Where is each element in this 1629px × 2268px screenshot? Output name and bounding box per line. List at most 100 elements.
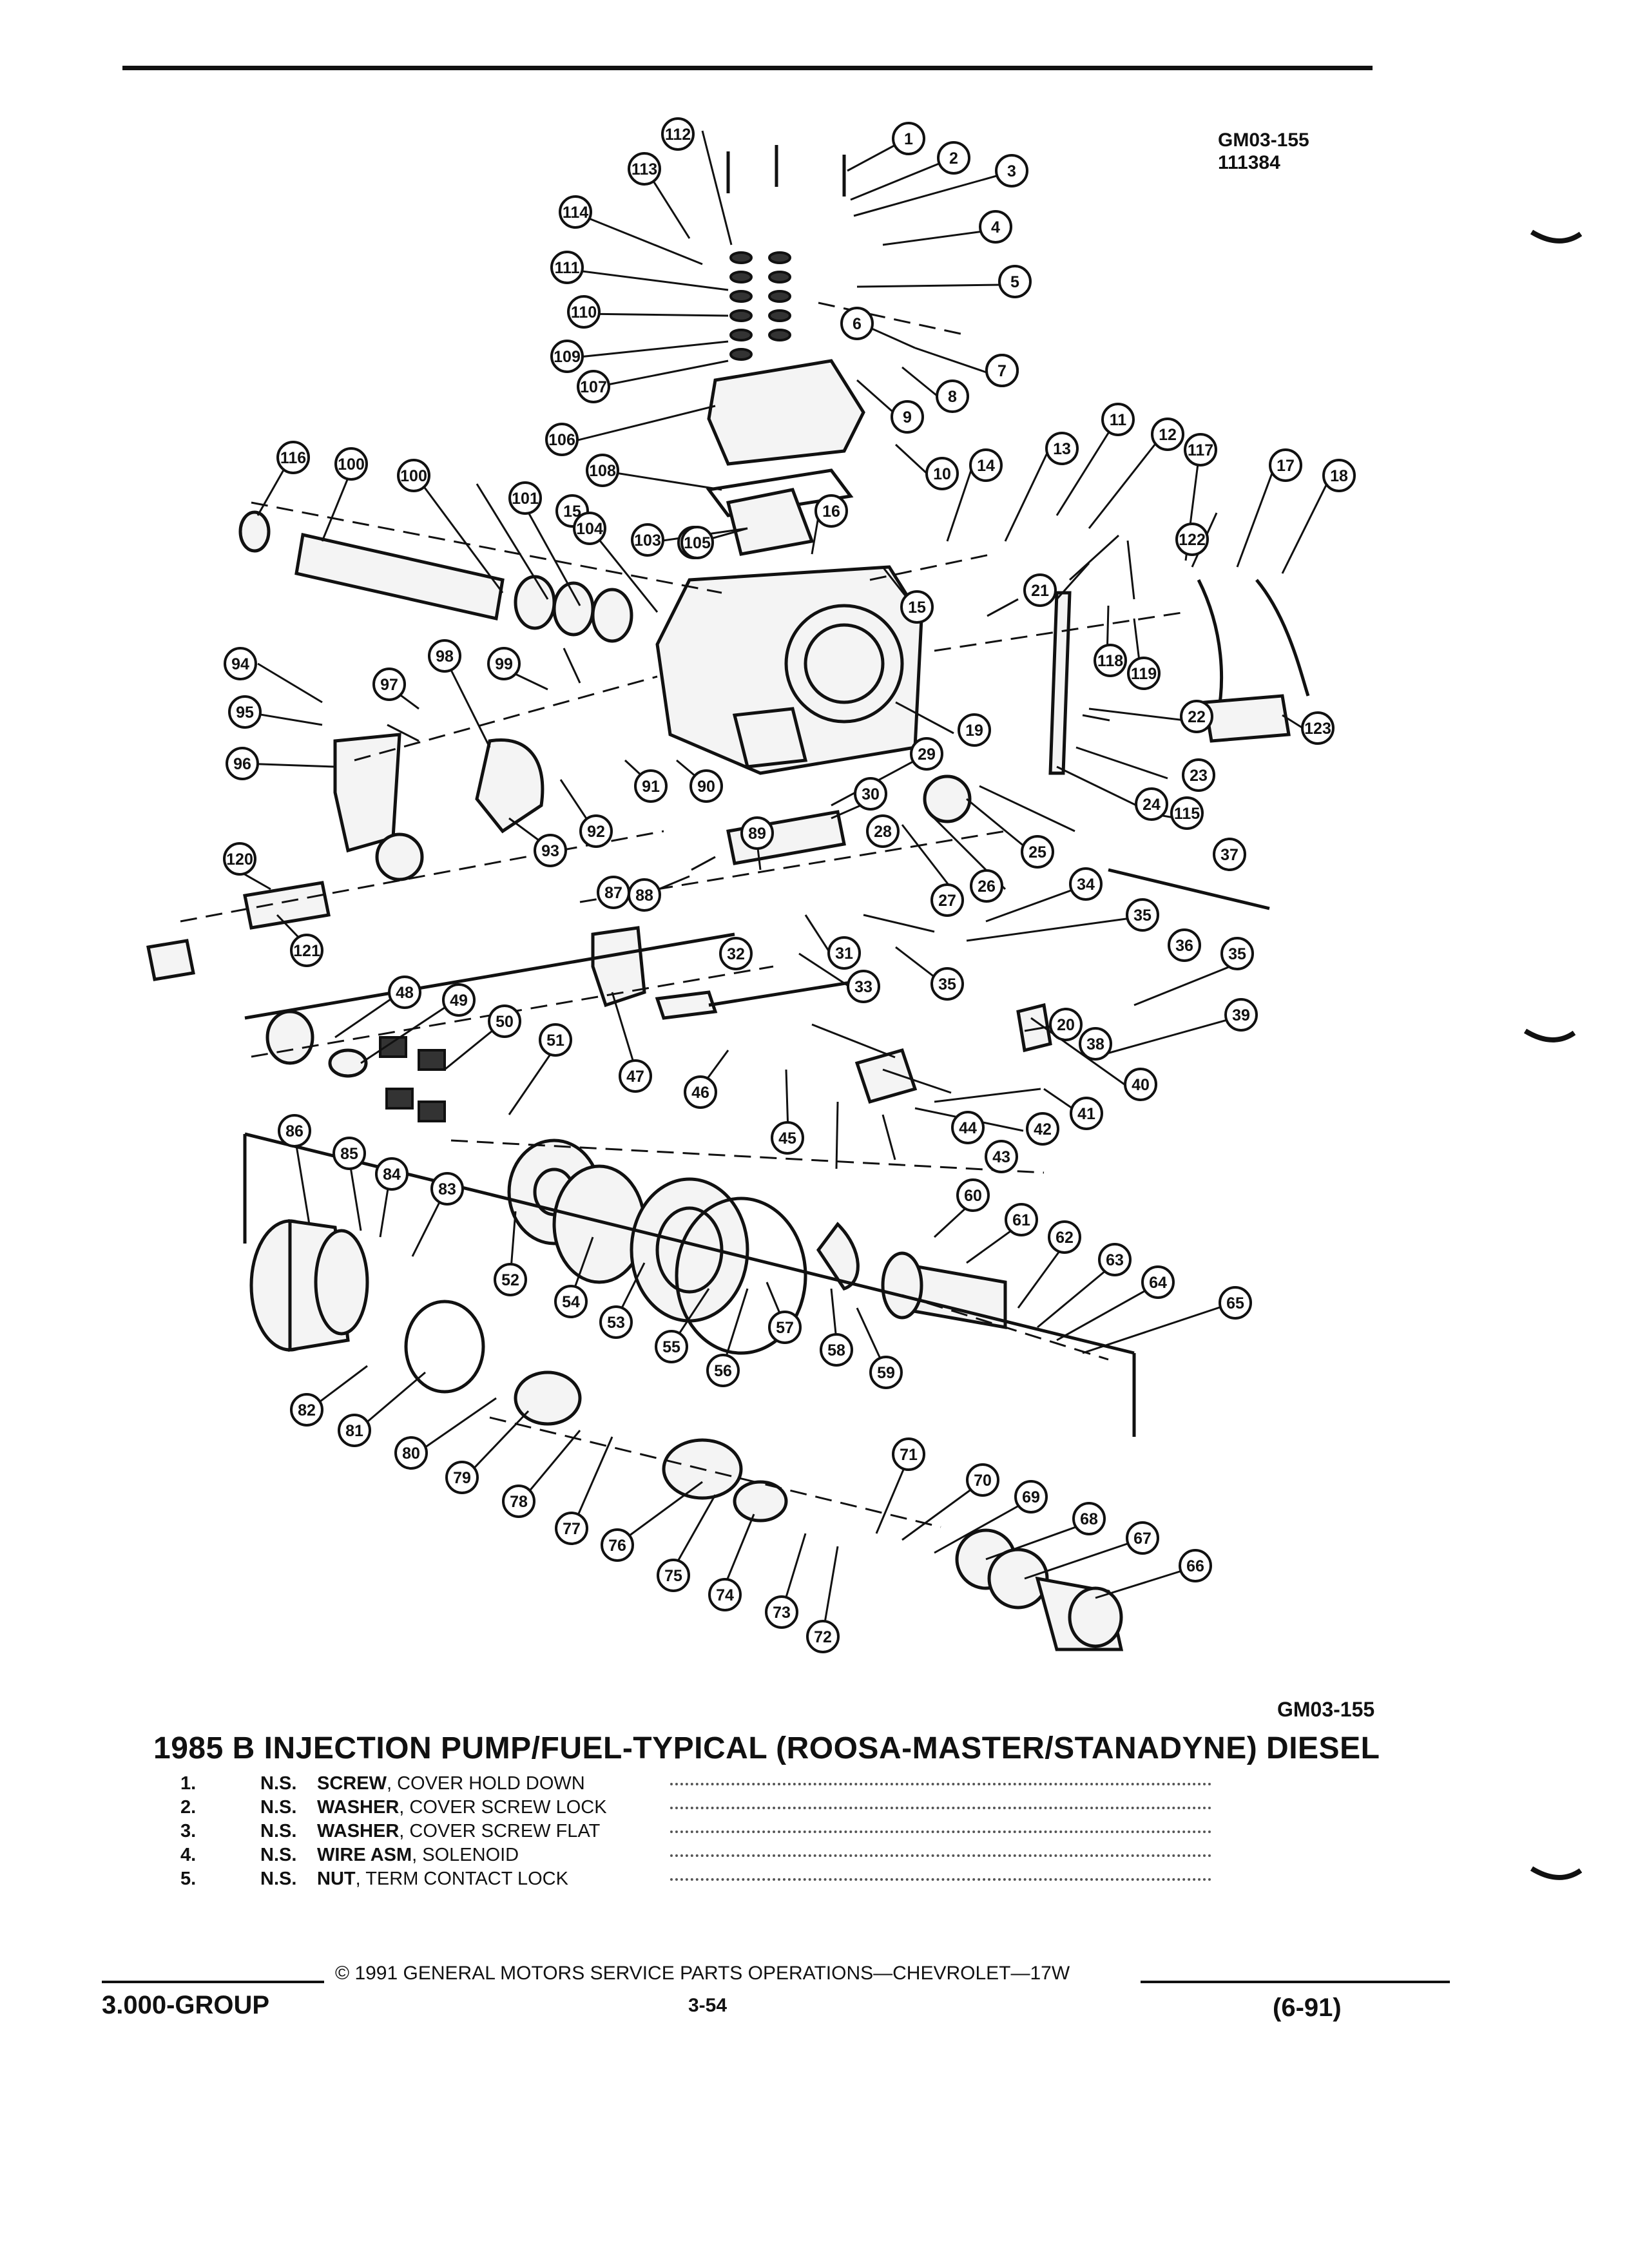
callout-circle [559, 195, 592, 229]
callout-91: 91 [634, 769, 668, 803]
part-name: NUT [317, 1869, 356, 1889]
callout-circle [1126, 1521, 1159, 1555]
callout-label: 74 [716, 1586, 734, 1604]
callout-circle [375, 1157, 409, 1191]
callout-label: 57 [776, 1319, 794, 1337]
callout-circle [1175, 523, 1209, 556]
parts-list: 1. N.S. SCREW, COVER HOLD DOWN 2. N.S. W… [180, 1772, 1211, 1891]
callout-label: 28 [874, 823, 892, 841]
callout-circle [372, 668, 406, 701]
callout-circle [545, 423, 579, 456]
callout-label: 35 [938, 975, 956, 994]
dot-leader [670, 1783, 1211, 1785]
callout-circle [979, 210, 1012, 244]
part-number: 3. [180, 1821, 197, 1841]
callout-circle [854, 777, 887, 811]
callout-circle [278, 1114, 311, 1148]
part-name: WASHER [317, 1821, 400, 1841]
callout-90: 90 [689, 769, 723, 803]
callout-circle [1021, 835, 1054, 869]
part-ns: N.S. [260, 1845, 297, 1865]
part-name-line: SCREW, COVER HOLD DOWN [317, 1772, 585, 1796]
callout-label: 49 [450, 992, 468, 1010]
callout-circle [1151, 418, 1184, 451]
callout-17: 17 [1269, 448, 1302, 482]
dot-leader [670, 1878, 1211, 1881]
callout-label: 106 [548, 431, 575, 449]
callout-8: 8 [936, 380, 969, 413]
callout-circle [550, 340, 584, 373]
callout-118: 118 [1094, 644, 1127, 677]
callout-circle [827, 936, 861, 970]
part-name-line: WIRE ASM, SOLENOID [317, 1843, 519, 1867]
callout-circle [599, 1305, 633, 1339]
callout-label: 73 [773, 1604, 791, 1622]
callout-label: 116 [280, 449, 306, 467]
callout-label: 68 [1080, 1510, 1098, 1528]
callout-label: 53 [607, 1314, 625, 1332]
callout-83: 83 [430, 1172, 464, 1206]
callout-circle [494, 1263, 527, 1296]
callout-circle [1049, 1008, 1083, 1041]
callout-53: 53 [599, 1305, 633, 1339]
callout-label: 88 [635, 887, 653, 905]
callout-label: 97 [380, 676, 398, 694]
callout-label: 33 [854, 978, 872, 996]
revision-date: (6-91) [1273, 1994, 1342, 2022]
callout-circle [577, 370, 610, 403]
callout-label: 100 [400, 467, 427, 485]
callout-38: 38 [1079, 1027, 1112, 1061]
callout-circle [771, 1121, 804, 1155]
part-number: 2. [180, 1797, 197, 1818]
callout-label: 90 [697, 778, 715, 796]
callout-65: 65 [1219, 1286, 1252, 1320]
callout-22: 22 [1180, 700, 1213, 733]
callout-circle [689, 769, 723, 803]
callout-4: 4 [979, 210, 1012, 244]
callout-circle [394, 1436, 428, 1470]
callout-label: 21 [1031, 582, 1049, 600]
callout-14: 14 [969, 448, 1003, 482]
callout-35: 35 [930, 967, 964, 1001]
callout-label: 50 [496, 1013, 514, 1031]
callout-circle [586, 454, 619, 487]
callout-label: 69 [1022, 1488, 1040, 1506]
callout-101: 101 [508, 481, 542, 515]
callout-circle [508, 481, 542, 515]
page-number: 3-54 [688, 1995, 728, 2016]
callout-circle [891, 400, 924, 434]
callout-circle [719, 937, 753, 970]
callout-94: 94 [224, 647, 257, 680]
callout-circle [334, 447, 368, 481]
callout-56: 56 [706, 1354, 740, 1387]
callout-label: 30 [862, 785, 880, 803]
callout-105: 105 [680, 526, 714, 559]
callout-label: 72 [814, 1628, 832, 1646]
callout-55: 55 [655, 1330, 688, 1363]
callout-79: 79 [445, 1461, 479, 1494]
callout-label: 19 [965, 722, 983, 740]
callout-label: 34 [1077, 876, 1095, 894]
callout-circle [956, 1178, 990, 1212]
parts-row: 2. N.S. WASHER, COVER SCREW LOCK [180, 1796, 1211, 1820]
callout-107: 107 [577, 370, 610, 403]
callout-label: 82 [298, 1401, 316, 1419]
callout-84: 84 [375, 1157, 409, 1191]
callout-46: 46 [684, 1075, 717, 1109]
callout-label: 27 [938, 892, 956, 910]
callout-9: 9 [891, 400, 924, 434]
callout-label: 22 [1188, 708, 1206, 726]
callout-78: 78 [502, 1485, 535, 1518]
parts-row: 5. N.S. NUT, TERM CONTACT LOCK [180, 1867, 1211, 1891]
callout-52: 52 [494, 1263, 527, 1296]
callout-circle [1023, 573, 1057, 607]
callout-circle [985, 354, 1019, 387]
callout-62: 62 [1048, 1220, 1081, 1254]
callout-circle [684, 1075, 717, 1109]
callout-circle [1005, 1203, 1038, 1236]
callout-104: 104 [573, 512, 606, 545]
callout-circle [958, 713, 991, 747]
callout-95: 95 [228, 695, 262, 729]
callout-3: 3 [995, 154, 1028, 187]
callout-89: 89 [740, 816, 774, 850]
